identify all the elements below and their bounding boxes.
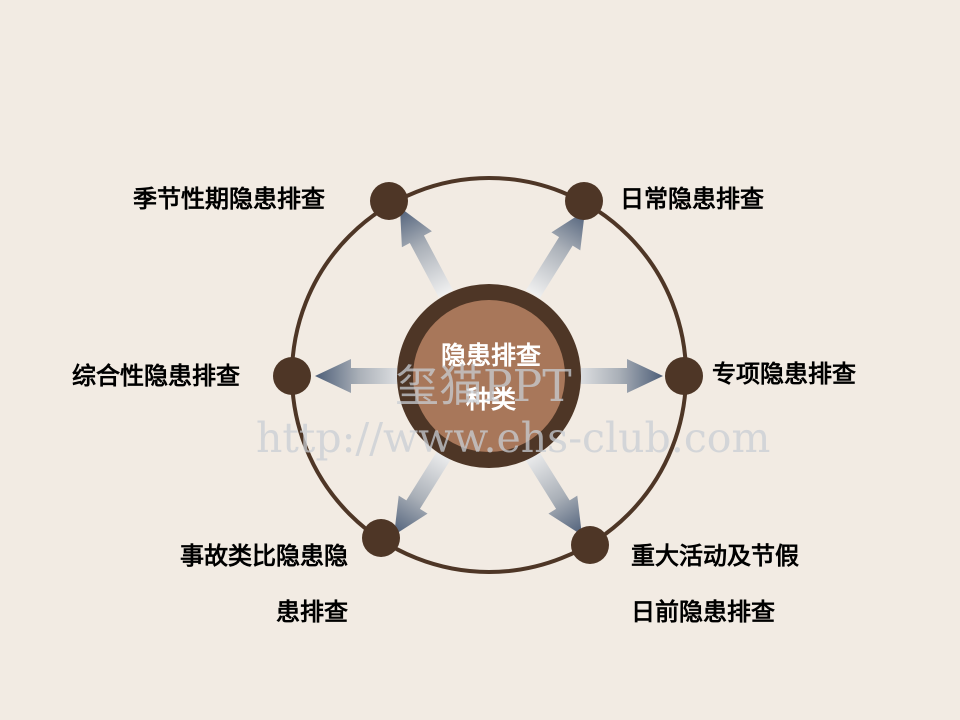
label-accident-line2: 患排查 (276, 598, 348, 626)
center-title-line2: 种类 (465, 385, 516, 414)
watermark-url: http://www.ehs-club.com (256, 414, 771, 462)
label-comprehensive: 综合性隐患排查 (72, 362, 240, 390)
label-accident-line1: 事故类比隐患隐 (180, 542, 348, 570)
label-major-event: 重大活动及节假 日前隐患排查 (631, 535, 799, 633)
label-major-event-line1: 重大活动及节假 (631, 542, 799, 570)
label-accident: 事故类比隐患隐 患排查 (160, 535, 348, 633)
node-seasonal (370, 182, 408, 220)
node-major-event (571, 526, 609, 564)
node-daily (565, 182, 603, 220)
node-accident (362, 519, 400, 557)
node-comprehensive (273, 357, 311, 395)
center-title-line1: 隐患排查 (440, 341, 541, 370)
label-seasonal: 季节性期隐患排查 (133, 185, 325, 213)
center-title: 隐患排查 种类 (391, 334, 591, 422)
label-major-event-line2: 日前隐患排查 (631, 598, 775, 626)
node-special (665, 357, 703, 395)
watermark-brand: 玺猫PPT (395, 361, 572, 412)
center-circle-inner (413, 300, 565, 452)
label-special: 专项隐患排查 (712, 360, 856, 388)
label-daily: 日常隐患排查 (620, 185, 764, 213)
